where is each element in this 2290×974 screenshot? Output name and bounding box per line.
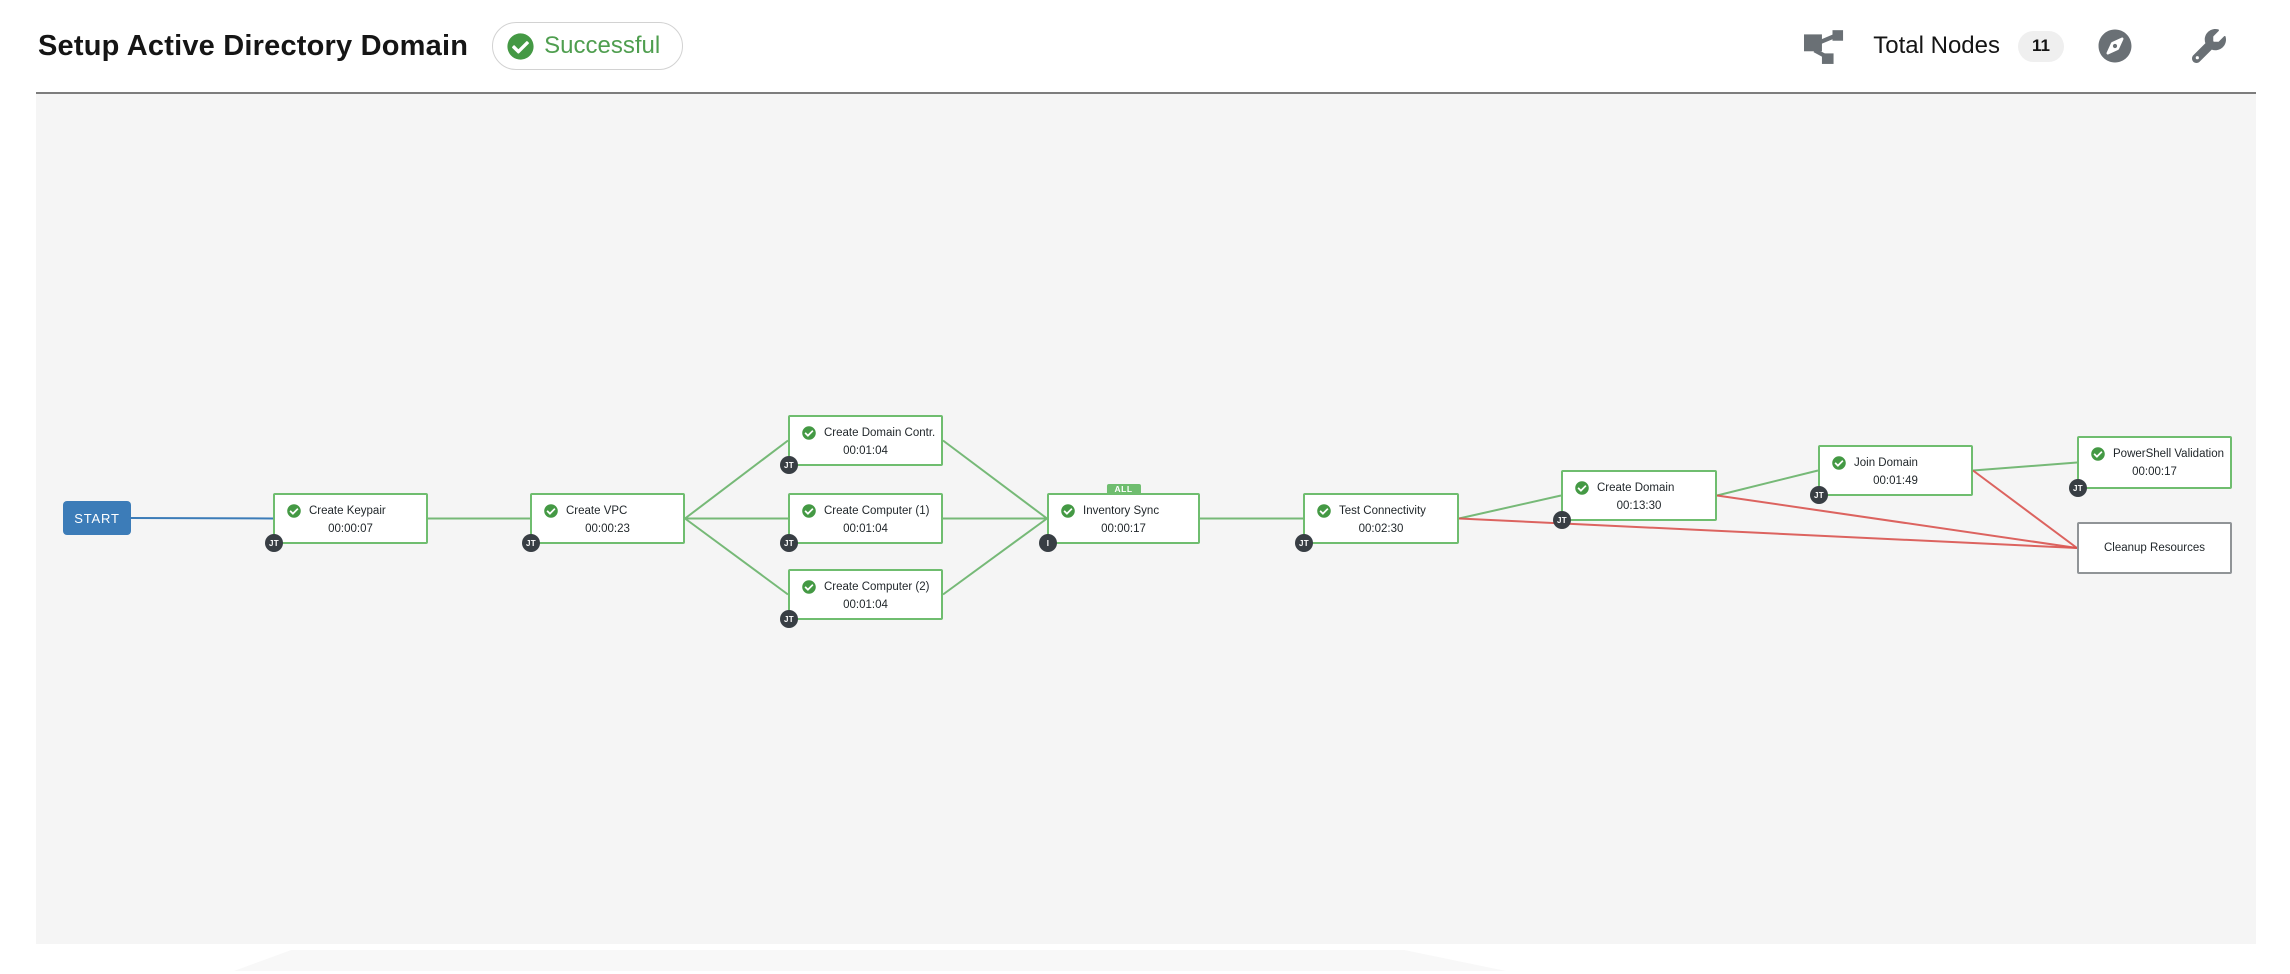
node-label: Cleanup Resources xyxy=(2103,542,2205,554)
node-elapsed-time: 00:00:23 xyxy=(585,523,630,535)
tools-button[interactable] xyxy=(2192,29,2226,63)
success-icon xyxy=(1317,504,1331,518)
node-type-badge: JT xyxy=(780,456,798,474)
node-type-badge: I xyxy=(1039,534,1057,552)
edge-create-domain-controller-inventory-sync xyxy=(942,439,1048,520)
edge-join-domain-cleanup-resources xyxy=(1972,469,2078,549)
success-icon xyxy=(802,580,816,594)
node-elapsed-time: 00:01:04 xyxy=(843,523,888,535)
node-elapsed-time: 00:02:30 xyxy=(1358,523,1404,535)
node-label: Create Domain xyxy=(1597,482,1675,494)
node-elapsed-time: 00:01:04 xyxy=(843,445,888,457)
success-icon xyxy=(544,504,558,518)
node-type-badge: JT xyxy=(265,534,283,552)
node-elapsed-time: 00:00:17 xyxy=(2132,466,2177,478)
page-title: Setup Active Directory Domain xyxy=(38,29,469,62)
edge-start-create-keypair xyxy=(130,517,274,520)
node-type-badge: JT xyxy=(2069,479,2087,497)
status-label: Successful xyxy=(544,32,661,59)
success-icon xyxy=(507,32,534,60)
edge-create-computer-2-inventory-sync xyxy=(942,517,1048,596)
total-nodes-count: 11 xyxy=(2018,30,2064,62)
edge-create-vpc-create-computer-2 xyxy=(684,517,789,596)
wrench-icon xyxy=(2192,29,2226,63)
node-label: Test Connectivity xyxy=(1339,505,1426,517)
success-icon xyxy=(2091,447,2105,461)
success-icon xyxy=(1575,481,1589,495)
node-label: Create Domain Contr... xyxy=(824,427,935,439)
edge-create-domain-cleanup-resources xyxy=(1716,494,2078,549)
header-toolbar: Total Nodes 11 xyxy=(1801,27,2226,65)
node-type-badge: JT xyxy=(780,534,798,552)
node-label: Create Keypair xyxy=(309,505,386,517)
total-nodes-label: Total Nodes xyxy=(1873,32,2000,59)
edge-create-domain-join-domain xyxy=(1716,469,1819,497)
success-icon xyxy=(802,426,816,440)
node-label: Create Computer (1) xyxy=(824,505,930,517)
legend-button[interactable] xyxy=(2098,29,2132,63)
node-label: Create VPC xyxy=(566,505,628,517)
success-icon xyxy=(1832,456,1846,470)
canvas-overflow-artifact xyxy=(234,950,1506,971)
status-badge: Successful xyxy=(492,22,684,70)
node-label: Create Computer (2) xyxy=(824,581,930,593)
workflow-node-start: START xyxy=(63,501,131,535)
node-type-badge: JT xyxy=(780,610,798,628)
node-label: PowerShell Validation xyxy=(2113,448,2224,460)
compass-icon xyxy=(2098,29,2132,63)
node-elapsed-time: 00:00:07 xyxy=(328,523,373,535)
node-elapsed-time: 00:01:04 xyxy=(843,599,888,611)
edge-test-connectivity-create-domain xyxy=(1458,494,1562,520)
success-icon xyxy=(287,504,301,518)
node-label: START xyxy=(74,510,120,526)
edge-join-domain-powershell-validation xyxy=(1972,461,2078,472)
node-elapsed-time: 00:00:17 xyxy=(1101,523,1146,535)
node-type-badge: JT xyxy=(1553,511,1571,529)
node-type-badge: JT xyxy=(1295,534,1313,552)
workflow-node-cleanup-resources[interactable]: Cleanup Resources xyxy=(2077,522,2232,574)
success-icon xyxy=(1061,504,1075,518)
node-label: Inventory Sync xyxy=(1083,505,1160,517)
node-type-badge: JT xyxy=(522,534,540,552)
node-elapsed-time: 00:13:30 xyxy=(1616,500,1662,512)
node-elapsed-time: 00:01:49 xyxy=(1873,475,1918,487)
node-type-badge: JT xyxy=(1810,486,1828,504)
sitemap-icon xyxy=(1804,30,1844,64)
page-header: Setup Active Directory Domain Successful… xyxy=(0,0,2290,92)
all-convergence-badge: ALL xyxy=(1106,484,1141,495)
edge-create-vpc-create-domain-controller xyxy=(684,439,789,520)
success-icon xyxy=(802,504,816,518)
node-label: Join Domain xyxy=(1854,457,1918,469)
